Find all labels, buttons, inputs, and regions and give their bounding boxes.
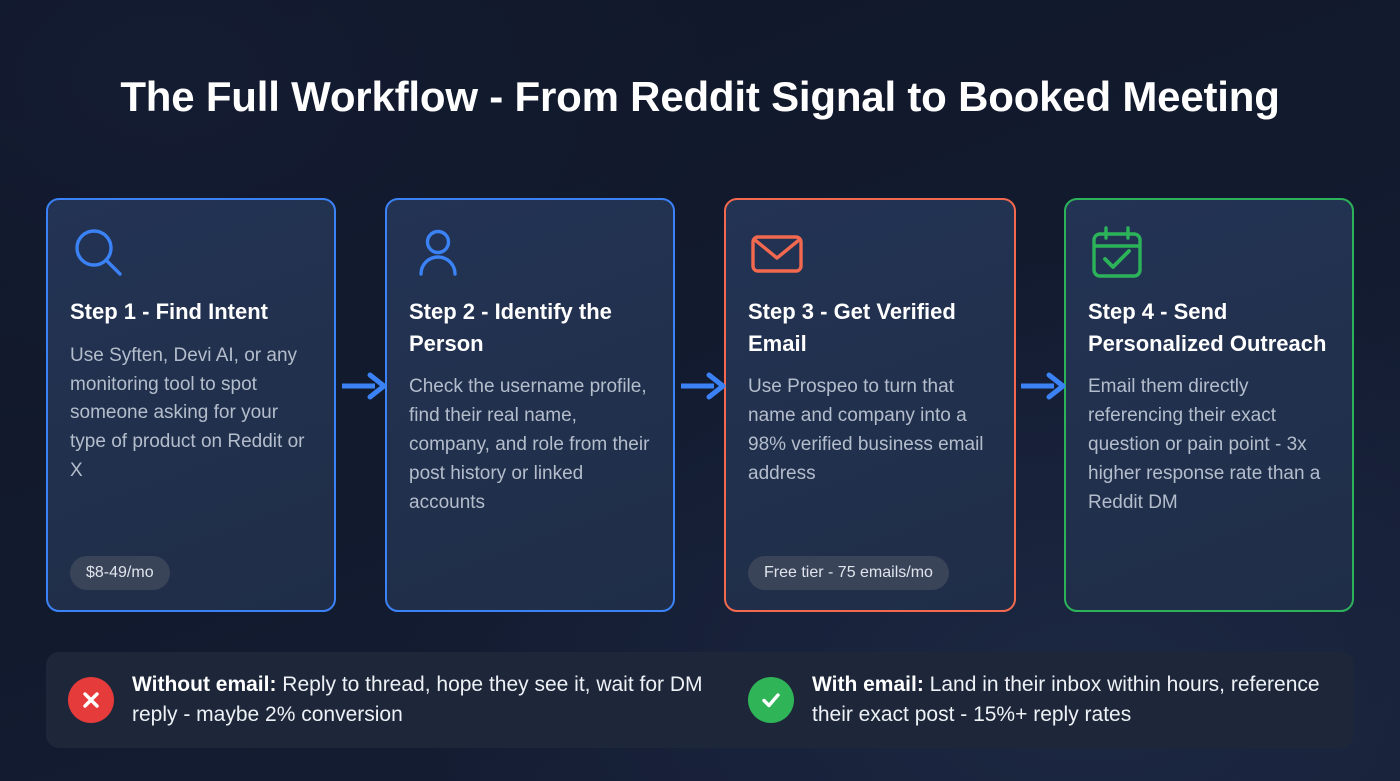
step-card-4[interactable]: Step 4 - Send Personalized Outreach Emai… bbox=[1064, 198, 1354, 612]
step-card-1[interactable]: Step 1 - Find Intent Use Syften, Devi AI… bbox=[46, 198, 336, 612]
comparison-without-text: Without email: Reply to thread, hope the… bbox=[132, 670, 746, 731]
x-circle-icon bbox=[68, 677, 114, 723]
step-title: Step 1 - Find Intent bbox=[70, 299, 268, 324]
step-badge: $8-49/mo bbox=[70, 556, 170, 590]
steps-row: Step 1 - Find Intent Use Syften, Devi AI… bbox=[46, 198, 1354, 612]
comparison-without-email: Without email: Reply to thread, hope the… bbox=[46, 670, 746, 731]
check-circle-icon bbox=[748, 677, 794, 723]
step-title: Step 3 - Get Verified Email bbox=[748, 299, 956, 356]
comparison-with-text: With email: Land in their inbox within h… bbox=[812, 670, 1354, 731]
step-description: Email them directly referencing their ex… bbox=[1088, 376, 1321, 513]
page-title: The Full Workflow - From Reddit Signal t… bbox=[120, 73, 1280, 121]
mail-icon bbox=[748, 224, 806, 282]
comparison-without-label: Without email: bbox=[132, 672, 277, 696]
comparison-with-email: With email: Land in their inbox within h… bbox=[746, 670, 1354, 731]
search-icon bbox=[70, 224, 128, 282]
arrow-right-icon bbox=[681, 372, 726, 400]
comparison-with-label: With email: bbox=[812, 672, 924, 696]
calendar-check-icon bbox=[1088, 224, 1146, 282]
user-icon bbox=[409, 224, 467, 282]
comparison-with-body: Land in their inbox within hours, refere… bbox=[812, 672, 1320, 726]
step-description: Use Syften, Devi AI, or any monitoring t… bbox=[70, 344, 305, 482]
arrow-right-icon bbox=[342, 372, 387, 400]
step-card-2[interactable]: Step 2 - Identify the Person Check the u… bbox=[385, 198, 675, 612]
step-card-3[interactable]: Step 3 - Get Verified Email Use Prospeo … bbox=[724, 198, 1016, 612]
step-description: Use Prospeo to turn that name and compan… bbox=[748, 376, 984, 484]
step-badge: Free tier - 75 emails/mo bbox=[748, 556, 949, 590]
step-title: Step 4 - Send Personalized Outreach bbox=[1088, 299, 1327, 356]
comparison-bar: Without email: Reply to thread, hope the… bbox=[46, 652, 1354, 748]
step-description: Check the username profile, find their r… bbox=[409, 376, 650, 513]
comparison-without-body: Reply to thread, hope they see it, wait … bbox=[132, 672, 703, 726]
step-title: Step 2 - Identify the Person bbox=[409, 299, 612, 356]
arrow-right-icon bbox=[1021, 372, 1066, 400]
